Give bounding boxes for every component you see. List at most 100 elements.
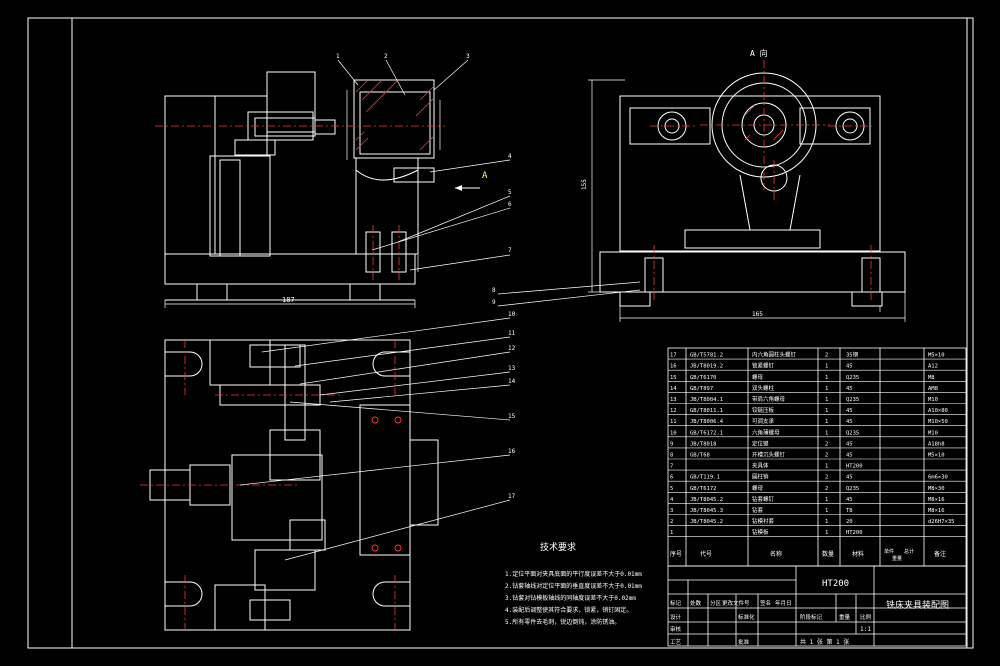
bom-cell-note: d26H7×35 [928, 519, 955, 525]
svg-text:9: 9 [492, 299, 496, 306]
bom-cell-name: 开槽沉头螺钉 [752, 451, 786, 459]
svg-text:7: 7 [508, 247, 512, 254]
svg-text:15: 15 [508, 413, 516, 420]
svg-text:6: 6 [508, 201, 512, 208]
bom-cell-name: 螺母 [752, 373, 764, 381]
bom-cell-mat: 45 [846, 386, 853, 392]
bom-cell-name: 螺母 [752, 484, 764, 492]
view-arrow-head [455, 185, 462, 191]
centerlines-top [140, 340, 396, 630]
bom-cell-qty: 2 [825, 486, 828, 492]
bom-cell-std: JB/T8019.2 [690, 364, 723, 370]
svg-text:12: 12 [508, 345, 516, 352]
bom-cell-no: 5 [670, 486, 673, 492]
bom-cell-no: 3 [670, 508, 673, 514]
svg-text:4: 4 [508, 153, 512, 160]
bom-header-no: 序号 [670, 550, 682, 558]
bom-cell-name: 内六角圆柱头螺钉 [752, 351, 797, 359]
svg-text:标准化: 标准化 [738, 613, 755, 621]
bom-cell-mat: 45 [846, 441, 853, 447]
bom-cell-mat: Q235 [846, 430, 859, 436]
bom-cell-name: 可调支承 [752, 417, 775, 425]
bom-cell-std: GB/T6172 [690, 486, 717, 492]
bom-cell-no: 17 [670, 353, 677, 359]
bom-cell-std: GB/T8011.1 [690, 408, 723, 414]
bom-cell-note: M8×30 [928, 486, 945, 492]
svg-text:10: 10 [508, 311, 516, 318]
bom-cell-note: M5×10 [928, 453, 945, 459]
side-hatch [744, 104, 784, 141]
title-sheet: 共 1 张 第 1 张 [800, 638, 849, 646]
leader-lines [239, 59, 641, 561]
svg-text:重量: 重量 [839, 613, 851, 621]
bom-cell-no: 9 [670, 441, 673, 447]
dim-overall-width: 187 [282, 296, 295, 304]
bom-cell-no: 16 [670, 364, 677, 370]
bom-cell-std: JB/T8045.2 [690, 519, 723, 525]
bom-cell-mat: T8 [846, 508, 853, 514]
bom-cell-name: 六角薄螺母 [752, 428, 780, 436]
title-block-labels: 标记 处数 分区 更改文件号 签名 年月日 设计 标准化 阶段标记 重量 比例 … [670, 599, 872, 646]
bom-cell-no: 7 [670, 464, 673, 470]
bom-cell-mat: 45 [846, 475, 853, 481]
svg-text:标记: 标记 [670, 599, 682, 607]
bom-cell-note: M10 [928, 430, 938, 436]
bom-cell-qty: 1 [825, 408, 828, 414]
svg-text:更改文件号: 更改文件号 [722, 599, 750, 607]
svg-text:3: 3 [466, 53, 470, 60]
bom-cell-name: 钻套 [752, 506, 764, 514]
bom-cell-std: JB/T8004.1 [690, 397, 723, 403]
bom-cell-note: 6m6×30 [928, 475, 948, 481]
title-scale: 1:1 [860, 626, 871, 633]
svg-text:分区: 分区 [710, 599, 722, 607]
bom-cell-mat: Q235 [846, 375, 859, 381]
arrow-label-a: A [482, 171, 488, 181]
bom-cell-qty: 1 [825, 397, 828, 403]
svg-text:批准: 批准 [738, 638, 750, 646]
bom-cell-qty: 2 [825, 441, 828, 447]
centerlines-side [650, 60, 872, 300]
svg-text:3.钻套对钻模板轴线的同轴度误差不大于0.02mm: 3.钻套对钻模板轴线的同轴度误差不大于0.02mm [505, 594, 636, 602]
bom-header-note: 备注 [934, 550, 946, 558]
bom-header-name: 名称 [770, 550, 782, 558]
bom-cell-name: 锁紧螺钉 [752, 362, 775, 370]
bom-cell-no: 1 [670, 530, 673, 536]
bom-cell-no: 10 [670, 430, 677, 436]
svg-text:8: 8 [492, 287, 496, 294]
bom-cell-no: 15 [670, 375, 677, 381]
bom-cell-no: 6 [670, 475, 673, 481]
bom-cell-qty: 1 [825, 508, 828, 514]
bom-cell-qty: 2 [825, 475, 828, 481]
bom-cell-qty: 1 [825, 530, 828, 536]
svg-text:17: 17 [508, 493, 516, 500]
bom-cell-qty: 1 [825, 419, 828, 425]
tech-lines: 1.定位平面对夹具底面的平行度误差不大于0.01mm 2.钻套轴线对定位平面的垂… [505, 570, 642, 626]
svg-text:比例: 比例 [860, 613, 872, 621]
front-view [164, 71, 435, 301]
svg-text:2.钻套轴线对定位平面的垂直度误差不大于0.01mm: 2.钻套轴线对定位平面的垂直度误差不大于0.01mm [505, 582, 642, 590]
bom-cell-no: 12 [670, 408, 677, 414]
material-text: HT200 [822, 579, 849, 589]
bom-cell-mat: HT200 [846, 530, 863, 536]
bom-cell-std: GB/T6172.1 [690, 430, 723, 436]
bom-cell-no: 14 [670, 386, 677, 392]
bom-cell-qty: 1 [825, 519, 828, 525]
bom-cell-std: GB/T897 [690, 386, 713, 392]
bom-header-total: 总计 [904, 548, 914, 555]
bom-cell-note: M10×50 [928, 419, 948, 425]
bom-cell-no: 4 [670, 497, 674, 503]
bom-cell-std: JB/T8006.4 [690, 419, 724, 425]
view-title: A 向 [750, 48, 768, 58]
svg-text:年月日: 年月日 [775, 599, 792, 607]
bom-cell-note: M8 [928, 375, 935, 381]
bom-cell-mat: 20 [846, 519, 853, 525]
svg-text:5: 5 [508, 189, 512, 196]
bushing-hatch [355, 79, 435, 151]
svg-text:11: 11 [508, 330, 516, 337]
bom-cell-mat: 45 [846, 364, 853, 370]
bom-cell-name: 钻套螺钉 [752, 495, 775, 503]
svg-text:签名: 签名 [760, 599, 771, 607]
bom-cell-std: GB/T6170 [690, 375, 717, 381]
bom-cell-mat: 35钢 [846, 351, 859, 359]
